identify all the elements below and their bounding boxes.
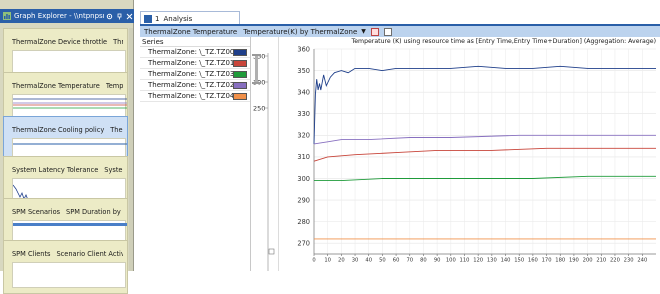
series-legend-pane: Series ThermalZone: \_TZ.TZ00 ThermalZon… xyxy=(140,37,251,271)
x-tick-label: 240 xyxy=(637,258,647,264)
zoom-tick-label: 250 xyxy=(253,105,265,113)
settings-button[interactable] xyxy=(105,11,114,21)
pin-button[interactable] xyxy=(115,11,124,21)
x-tick-label: 50 xyxy=(379,258,386,264)
graph-settings-button[interactable] xyxy=(383,27,392,36)
graph-item-thermalzone-temperature[interactable]: ThermalZone Temperature Temper... xyxy=(3,72,128,126)
series-header: Series xyxy=(140,37,250,47)
tab-analysis[interactable]: 1 Analysis xyxy=(140,11,240,25)
graph-item-spm-clients[interactable]: SPM Clients Scenario Client Activity xyxy=(3,240,128,294)
analysis-tabbar: 1 Analysis xyxy=(140,11,660,25)
y-tick-label: 280 xyxy=(297,218,310,226)
y-tick-label: 320 xyxy=(297,132,310,140)
graph-thumbnail xyxy=(12,262,126,288)
x-tick-label: 170 xyxy=(542,258,552,264)
series-color-swatch[interactable] xyxy=(233,93,247,100)
x-tick-label: 100 xyxy=(446,258,456,264)
graph-explorer-panel: Graph Explorer - \\ntpnpsn\sc... Thermal… xyxy=(0,0,134,294)
x-tick-label: 30 xyxy=(352,258,359,264)
reset-zoom-button[interactable] xyxy=(268,248,275,255)
y-tick-label: 340 xyxy=(297,88,310,96)
series-color-swatch[interactable] xyxy=(233,82,247,89)
x-tick-label: 180 xyxy=(555,258,565,264)
series-label: ThermalZone: \_TZ.TZ01 xyxy=(148,59,235,67)
x-tick-label: 220 xyxy=(610,258,620,264)
y-tick-label: 270 xyxy=(297,240,310,248)
series-row[interactable]: ThermalZone: \_TZ.TZ00 xyxy=(140,47,250,58)
app-icon xyxy=(3,12,11,20)
zoom-handle-top[interactable] xyxy=(252,54,261,56)
series-line[interactable] xyxy=(313,134,656,145)
zoom-handle-bottom[interactable] xyxy=(252,82,261,84)
series-row[interactable]: ThermalZone: \_TZ.TZ02 xyxy=(140,80,250,91)
series-label: ThermalZone: \_TZ.TZ02 xyxy=(148,81,235,89)
x-tick-label: 120 xyxy=(473,258,483,264)
x-tick-label: 110 xyxy=(460,258,470,264)
x-tick-label: 70 xyxy=(406,258,413,264)
series-color-swatch[interactable] xyxy=(233,60,247,67)
x-tick-label: 160 xyxy=(528,258,538,264)
x-tick-label: 0 xyxy=(312,258,315,264)
series-label: ThermalZone: \_TZ.TZ04 xyxy=(148,92,235,100)
y-tick-label: 350 xyxy=(297,67,310,75)
graph-explorer-title: Graph Explorer - \\ntpnpsn\sc... xyxy=(14,12,104,20)
tab-number: 1 xyxy=(155,14,160,23)
chevron-down-icon[interactable]: ▼ xyxy=(361,28,366,35)
series-line[interactable] xyxy=(313,147,656,162)
tab-label: Analysis xyxy=(163,14,193,23)
series-color-swatch[interactable] xyxy=(233,49,247,56)
zoom-tick-label: 350 xyxy=(253,53,265,61)
x-tick-label: 20 xyxy=(338,258,345,264)
graph-item-label: ThermalZone Temperature Temper... xyxy=(12,82,123,90)
series-row[interactable]: ThermalZone: \_TZ.TZ03 xyxy=(140,69,250,80)
x-tick-label: 190 xyxy=(569,258,579,264)
graph-item-label: ThermalZone Cooling policy Therm... xyxy=(12,126,123,134)
zoom-range-bar[interactable] xyxy=(255,56,258,82)
series-color-swatch[interactable] xyxy=(233,71,247,78)
series-row[interactable]: ThermalZone: \_TZ.TZ01 xyxy=(140,58,250,69)
y-tick-label: 310 xyxy=(297,153,310,161)
analysis-tab-icon xyxy=(144,14,152,23)
graph-item-label: ThermalZone Device throttle Thrott... xyxy=(12,38,123,46)
x-tick-label: 10 xyxy=(324,258,331,264)
graph-header: ThermalZone Temperature Temperature(K) b… xyxy=(140,26,660,37)
graph-item-label: SPM Clients Scenario Client Activity xyxy=(12,250,123,258)
gear-icon xyxy=(106,13,113,19)
graph-item-label: SPM Scenarios SPM Duration by Stat... xyxy=(12,208,123,216)
tab-underline xyxy=(140,24,660,26)
x-tick-label: 200 xyxy=(583,258,593,264)
chart-title: Temperature (K) using resource time as [… xyxy=(351,38,656,45)
close-icon xyxy=(126,13,133,19)
preset-dropdown[interactable]: Temperature(K) by ThermalZone xyxy=(243,27,358,36)
series-row[interactable]: ThermalZone: \_TZ.TZ04 xyxy=(140,91,250,102)
graph-name: ThermalZone Temperature xyxy=(144,27,238,36)
x-tick-label: 150 xyxy=(514,258,524,264)
series-list: ThermalZone: \_TZ.TZ00 ThermalZone: \_TZ… xyxy=(140,47,250,102)
graph-explorer-scrollbar[interactable] xyxy=(129,28,133,271)
y-tick-label: 300 xyxy=(297,175,310,183)
series-label: ThermalZone: \_TZ.TZ00 xyxy=(148,48,235,56)
y-tick-label: 290 xyxy=(297,196,310,204)
series-label: ThermalZone: \_TZ.TZ03 xyxy=(148,70,235,78)
series-line[interactable] xyxy=(313,65,656,144)
chart-area: Temperature (K) using resource time as [… xyxy=(279,37,660,271)
x-tick-label: 210 xyxy=(596,258,606,264)
x-tick-label: 90 xyxy=(434,258,441,264)
y-tick-label: 330 xyxy=(297,110,310,118)
graph-explorer-titlebar: Graph Explorer - \\ntpnpsn\sc... xyxy=(0,9,134,23)
pin-icon xyxy=(117,13,122,19)
x-tick-label: 40 xyxy=(365,258,372,264)
y-zoom-pane: 350300250 xyxy=(251,37,279,271)
x-tick-label: 230 xyxy=(624,258,634,264)
graph-item-label: System Latency Tolerance System L... xyxy=(12,166,123,174)
x-tick-label: 60 xyxy=(393,258,400,264)
y-tick-label: 360 xyxy=(297,45,310,53)
series-line[interactable] xyxy=(314,175,656,182)
x-tick-label: 140 xyxy=(501,258,511,264)
close-button[interactable] xyxy=(125,11,134,21)
x-tick-label: 130 xyxy=(487,258,497,264)
x-tick-label: 80 xyxy=(420,258,427,264)
graph-options-button[interactable] xyxy=(370,27,379,36)
